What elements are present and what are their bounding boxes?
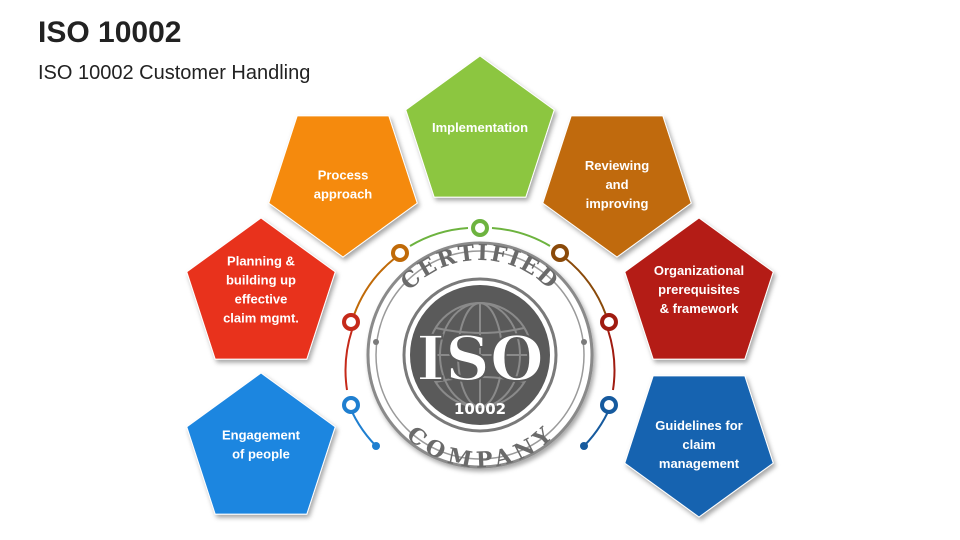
- ring-node: [551, 244, 569, 262]
- globe-icon: [427, 302, 533, 408]
- pentagon-planning-shape: [186, 217, 336, 360]
- pentagon-engagement: Engagement of people: [186, 372, 336, 515]
- ring-node: [471, 219, 489, 237]
- pentagon-process-label: Process: [318, 168, 369, 183]
- pentagon-engagement-label: of people: [232, 447, 290, 462]
- pentagon-organizational-shape: [624, 217, 774, 360]
- pentagon-engagement-label: Engagement: [222, 428, 301, 443]
- pentagon-process: Process approach: [268, 115, 418, 258]
- pentagon-planning-label: building up: [226, 273, 296, 288]
- ring-node: [600, 313, 618, 331]
- pentagon-reviewing-label: Reviewing: [585, 158, 649, 173]
- pentagon-organizational-label: prerequisites: [658, 282, 740, 297]
- pentagon-planning-label: effective: [235, 292, 288, 307]
- pentagon-planning-label: Planning &: [227, 254, 295, 269]
- page-title: ISO 10002: [38, 16, 182, 49]
- pentagon-planning-label: claim mgmt.: [223, 311, 299, 326]
- pentagon-planning: Planning & building up effective claim mgmt…: [186, 217, 336, 360]
- iso-badge: ISO 10002 CERTIFIED COMPANY: [366, 240, 594, 474]
- pentagon-guidelines-label: management: [659, 456, 740, 471]
- pentagon-reviewing-label: and: [605, 177, 628, 192]
- pentagon-implementation: Implementation: [405, 55, 555, 198]
- ring-node: [342, 313, 360, 331]
- pentagon-engagement-shape: [186, 372, 336, 515]
- pentagon-guidelines-shape: [624, 375, 774, 518]
- ring-node: [391, 244, 409, 262]
- pentagon-reviewing-label: improving: [586, 196, 649, 211]
- pentagon-implementation-label: Implementation: [432, 120, 528, 135]
- pentagon-reviewing: Reviewing and improving: [542, 115, 692, 258]
- pentagon-organizational: Organizational prerequisites & framework: [624, 217, 774, 360]
- badge-main-text: ISO: [416, 322, 544, 395]
- page-subtitle: ISO 10002 Customer Handling: [38, 62, 311, 84]
- badge-number: 10002: [454, 400, 506, 418]
- pentagon-process-label: approach: [314, 187, 373, 202]
- pentagon-process-shape: [268, 115, 418, 258]
- pentagon-guidelines: Guidelines for claim management: [624, 375, 774, 518]
- pentagon-organizational-label: Organizational: [654, 263, 744, 278]
- pentagon-guidelines-label: Guidelines for: [655, 418, 742, 433]
- pentagon-guidelines-label: claim: [682, 437, 715, 452]
- ring-node: [600, 396, 618, 414]
- ring-node: [342, 396, 360, 414]
- pentagon-organizational-label: & framework: [660, 301, 740, 316]
- pentagon-reviewing-shape: [542, 115, 692, 258]
- pentagon-implementation-shape: [405, 55, 555, 198]
- ring-nodes: [342, 219, 618, 414]
- pentagon-group: Engagement of people Planning & building up…: [186, 55, 774, 518]
